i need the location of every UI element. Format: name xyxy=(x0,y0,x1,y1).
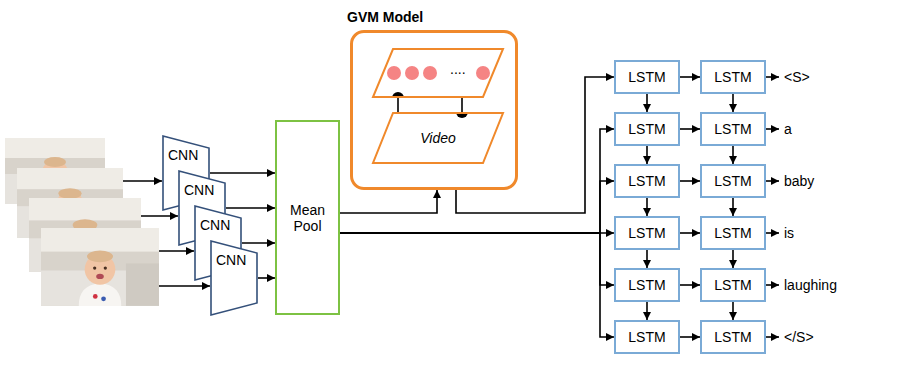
frame-arrow xyxy=(159,285,210,287)
gvm-model-box: GVM Model....Video xyxy=(350,30,518,190)
arrow-connector xyxy=(646,302,648,320)
lstm-cell: LSTM xyxy=(700,216,766,250)
arrow-connector xyxy=(646,94,648,112)
arrow-connector xyxy=(732,94,734,112)
arrow-connector xyxy=(340,233,614,285)
lstm-label: LSTM xyxy=(714,277,751,293)
lstm-cell: LSTM xyxy=(614,164,680,198)
output-arrow xyxy=(766,180,779,182)
lstm-cell: LSTM xyxy=(700,164,766,198)
weight-link xyxy=(397,98,399,112)
label-slot: a xyxy=(784,120,792,138)
arrow-connector xyxy=(680,336,700,338)
cnn-label: CNN xyxy=(184,182,226,198)
weight-link xyxy=(461,98,463,112)
arrow-connector xyxy=(242,242,275,244)
label-slot: <S> xyxy=(784,68,810,86)
output-word: baby xyxy=(784,173,814,189)
arrow-connector xyxy=(340,233,614,337)
cnn-label: CNN xyxy=(200,217,242,233)
cnn-label: CNN xyxy=(216,252,258,268)
cnn-block: CNN xyxy=(210,240,258,316)
hidden-unit xyxy=(476,66,490,80)
layer-label: Video xyxy=(420,130,456,146)
lstm-cell: LSTM xyxy=(700,320,766,354)
lstm-label: LSTM xyxy=(628,329,665,345)
mean-pool-box: Mean Pool xyxy=(275,120,340,315)
hidden-unit xyxy=(405,66,419,80)
hidden-unit xyxy=(387,66,401,80)
arrow-connector xyxy=(732,146,734,164)
lstm-cell: LSTM xyxy=(614,60,680,94)
lstm-label: LSTM xyxy=(628,69,665,85)
lstm-cell: LSTM xyxy=(614,268,680,302)
arrow-connector xyxy=(646,146,648,164)
output-arrow xyxy=(766,284,779,286)
arrow-connector xyxy=(732,198,734,216)
label-slot: </S> xyxy=(784,328,814,346)
layer-ellipsis: .... xyxy=(450,61,466,77)
arrow-connector xyxy=(732,250,734,268)
arrow-connector xyxy=(258,277,275,279)
output-word: <S> xyxy=(784,69,810,85)
arrow-connector xyxy=(680,76,700,78)
lstm-cell: LSTM xyxy=(700,60,766,94)
arrow-connector xyxy=(680,180,700,182)
layer-parallelogram-outline xyxy=(373,113,503,163)
label-slot: is xyxy=(784,224,794,242)
arrow-connector xyxy=(646,198,648,216)
lstm-label: LSTM xyxy=(628,173,665,189)
label-slot: baby xyxy=(784,172,814,190)
lstm-label: LSTM xyxy=(628,121,665,137)
model-title: GVM Model xyxy=(347,9,509,25)
output-arrow xyxy=(766,128,779,130)
pool-label: Mean Pool xyxy=(281,202,334,234)
lstm-label: LSTM xyxy=(714,173,751,189)
lstm-label: LSTM xyxy=(628,225,665,241)
lstm-cell: LSTM xyxy=(614,320,680,354)
cnn-trapezoid xyxy=(210,240,258,316)
gvm-hidden-layer: .... xyxy=(372,48,504,98)
output-arrow xyxy=(766,232,779,234)
lstm-label: LSTM xyxy=(714,225,751,241)
hidden-unit xyxy=(423,66,437,80)
layer-parallelogram xyxy=(372,48,504,98)
arrow-connector xyxy=(732,302,734,320)
label-slot: laughing xyxy=(784,276,837,294)
output-word: a xyxy=(784,121,792,137)
output-word: is xyxy=(784,225,794,241)
arrow-connector xyxy=(680,232,700,234)
cnn-label: CNN xyxy=(168,147,210,163)
output-arrow xyxy=(766,76,779,78)
lstm-cell: LSTM xyxy=(614,216,680,250)
video-frame xyxy=(41,228,159,306)
gvm-video-layer: Video xyxy=(372,112,504,164)
layer-parallelogram-outline xyxy=(373,49,503,97)
cnn-trapezoid-outline xyxy=(211,241,257,315)
output-arrow xyxy=(766,336,779,338)
arrow-connector xyxy=(680,284,700,286)
arrow-connector xyxy=(226,207,275,209)
lstm-label: LSTM xyxy=(628,277,665,293)
output-word: </S> xyxy=(784,329,814,345)
lstm-label: LSTM xyxy=(714,69,751,85)
arrow-connector xyxy=(340,190,437,213)
lstm-cell: LSTM xyxy=(700,268,766,302)
lstm-label: LSTM xyxy=(714,121,751,137)
lstm-label: LSTM xyxy=(714,329,751,345)
arrow-connector xyxy=(210,172,275,174)
lstm-cell: LSTM xyxy=(700,112,766,146)
arrow-connector xyxy=(646,250,648,268)
output-word: laughing xyxy=(784,277,837,293)
arrow-connector xyxy=(680,128,700,130)
lstm-cell: LSTM xyxy=(614,112,680,146)
